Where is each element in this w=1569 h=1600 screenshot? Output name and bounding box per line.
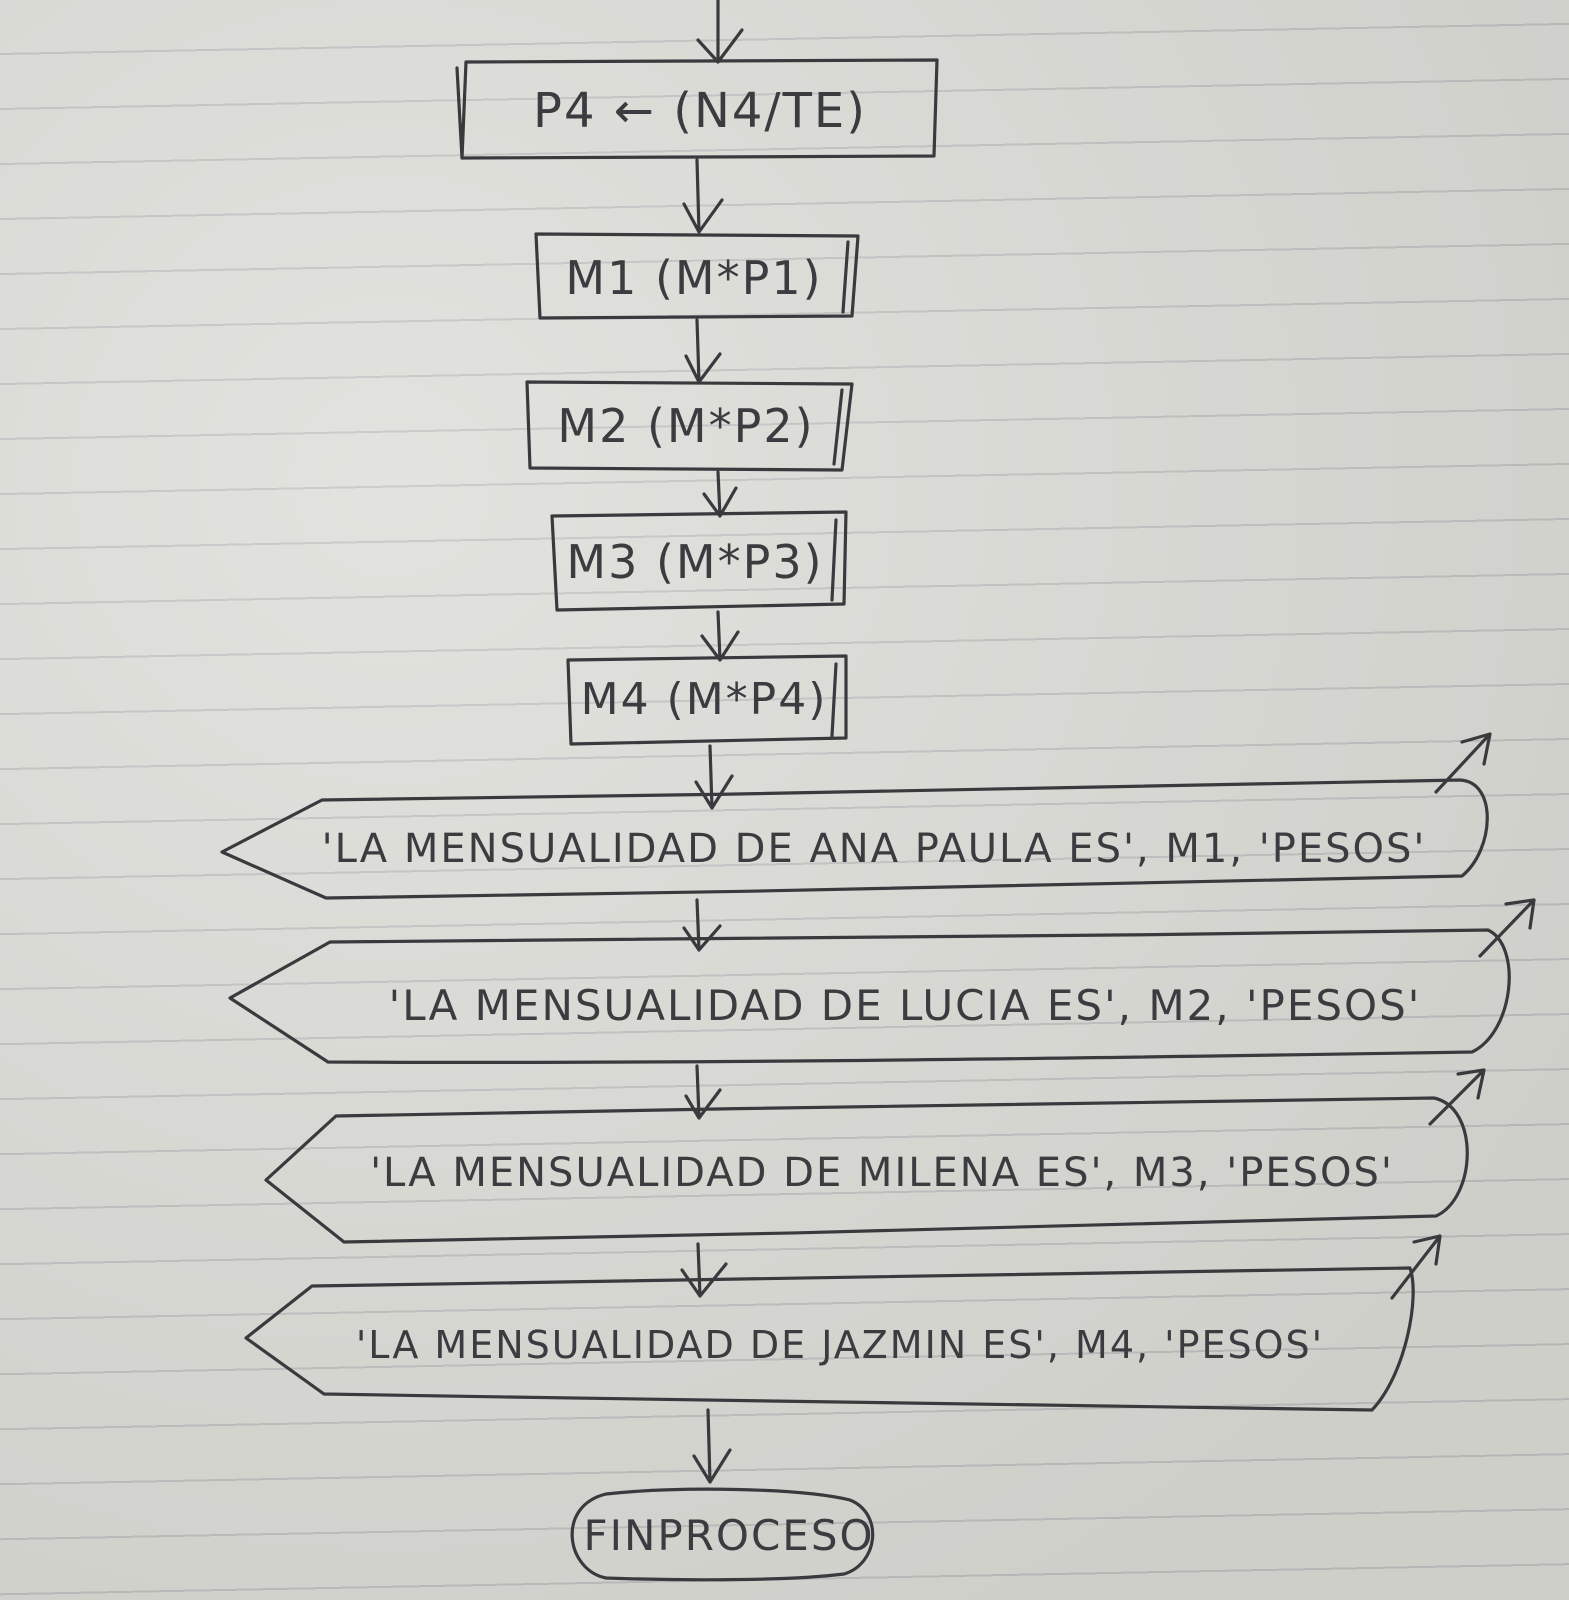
- connector-arrow-5: [694, 744, 734, 810]
- display-shape: [228, 928, 1511, 1064]
- output-label: 'LA MENSUALIDAD DE LUCIA ES', M2, 'PESOS…: [389, 981, 1422, 1030]
- process-label: M1 (M*P1): [565, 251, 822, 305]
- process-box: [534, 232, 860, 320]
- display-shape: [220, 778, 1489, 900]
- connector-arrow-1: [682, 158, 724, 234]
- connector-arrow-2: [684, 318, 722, 384]
- output-label: 'LA MENSUALIDAD DE MILENA ES', M3, 'PESO…: [370, 1150, 1394, 1196]
- output-block-lucia: 'LA MENSUALIDAD DE LUCIA ES', M2, 'PESOS…: [228, 898, 1536, 1064]
- process-box: [550, 510, 848, 612]
- display-shape: [264, 1096, 1469, 1244]
- process-block-m1: M1 (M*P1): [534, 232, 860, 320]
- output-label: 'LA MENSUALIDAD DE ANA PAULA ES', M1, 'P…: [322, 826, 1427, 872]
- terminator-finproceso: FINPROCESO: [570, 1487, 875, 1582]
- process-box: [455, 58, 939, 160]
- connector-arrow-3: [702, 470, 738, 518]
- process-block-m4: M4 (M*P4): [566, 654, 848, 746]
- process-block-p4: P4 ← (N4/TE): [455, 58, 939, 160]
- connector-arrow-4: [700, 610, 740, 662]
- process-label: M3 (M*P3): [566, 535, 823, 589]
- display-arrow: [1428, 1068, 1486, 1126]
- connector-arrow-9: [692, 1408, 732, 1484]
- display-shape: [244, 1266, 1415, 1412]
- output-block-milena: 'LA MENSUALIDAD DE MILENA ES', M3, 'PESO…: [264, 1068, 1486, 1244]
- process-block-m3: M3 (M*P3): [550, 510, 848, 612]
- display-arrow: [1434, 732, 1492, 794]
- connector-arrow-6: [682, 898, 722, 952]
- output-block-ana-paula: 'LA MENSUALIDAD DE ANA PAULA ES', M1, 'P…: [220, 732, 1492, 900]
- display-arrow: [1478, 898, 1536, 958]
- output-label: 'LA MENSUALIDAD DE JAZMIN ES', M4, 'PESO…: [356, 1323, 1324, 1367]
- connector-arrow-8: [680, 1242, 728, 1298]
- terminator-shape: [570, 1487, 875, 1582]
- process-label: M2 (M*P2): [557, 399, 814, 453]
- process-box: [566, 654, 848, 746]
- display-arrow: [1390, 1234, 1442, 1300]
- process-box: [525, 380, 854, 472]
- connector-arrow-in: [696, 0, 744, 64]
- process-block-m2: M2 (M*P2): [525, 380, 854, 472]
- output-block-jazmin: 'LA MENSUALIDAD DE JAZMIN ES', M4, 'PESO…: [244, 1234, 1442, 1412]
- process-label: M4 (M*P4): [581, 674, 828, 725]
- terminator-label: FINPROCESO: [583, 1511, 874, 1560]
- process-label: P4 ← (N4/TE): [533, 83, 867, 139]
